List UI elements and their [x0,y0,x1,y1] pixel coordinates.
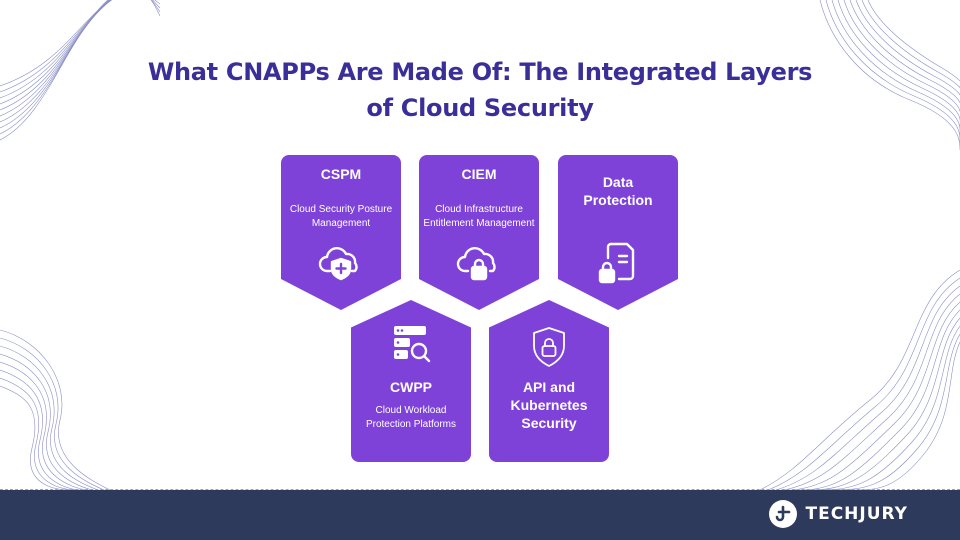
title-line-1: What CNAPPs Are Made Of: The Integrated … [147,58,813,86]
card-cspm: CSPM Cloud Security Posture Management [281,155,401,310]
card-title: Data Protection [583,174,653,208]
cloud-shield-icon [281,243,401,283]
card-description: Cloud Workload Protection Platforms [365,405,457,430]
brand-logo: TECHJURY [769,500,908,528]
footer-divider [0,489,960,490]
card-ciem: CIEM Cloud Infrastructure Entitlement Ma… [419,155,539,310]
card-data-protection: Data Protection [558,155,678,310]
card-title: CIEM [461,166,497,182]
brand-name: TECHJURY [805,504,908,524]
decorative-waves-top-right [800,0,960,150]
card-cwpp: CWPP Cloud Workload Protection Platforms [351,300,471,462]
card-api-kubernetes-security: API and Kubernetes Security [489,300,609,462]
title-line-2: of Cloud Security [366,94,594,122]
server-search-icon [351,322,471,368]
card-description: Cloud Security Posture Management [289,204,393,229]
decorative-waves-top-left [0,0,160,150]
card-description: Cloud Infrastructure Entitlement Managem… [423,204,535,229]
card-title: CSPM [320,166,362,182]
page-title: What CNAPPs Are Made Of: The Integrated … [80,54,880,126]
decorative-waves-bottom-right [760,270,960,490]
shield-lock-icon [489,324,609,370]
decorative-waves-bottom-left [0,320,110,490]
cloud-lock-icon [419,243,539,283]
card-title: CWPP [390,379,432,395]
techjury-logo-icon [769,500,798,528]
card-title: API and Kubernetes Security [510,379,588,431]
document-lock-icon [558,240,678,286]
footer-bar [0,490,960,540]
